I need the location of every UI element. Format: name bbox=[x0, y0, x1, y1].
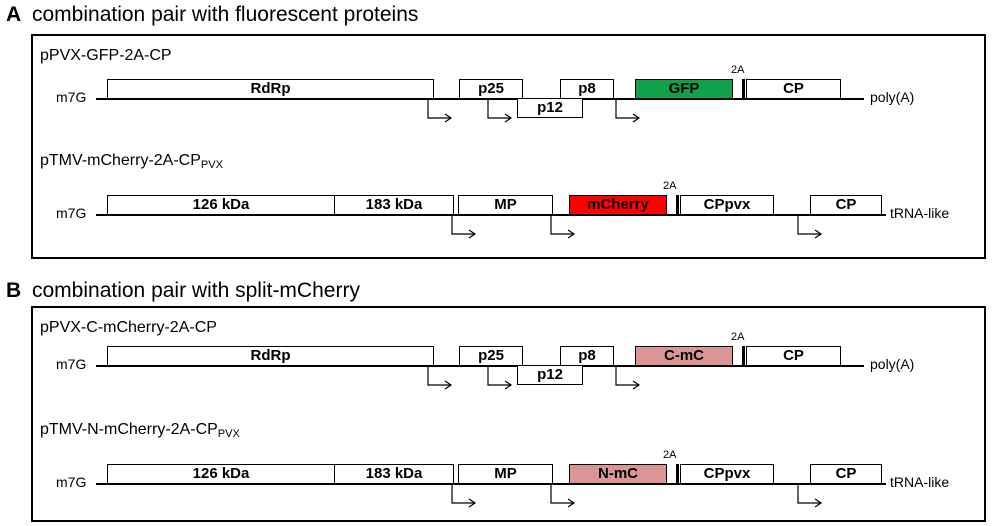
promoter-arrow-icon bbox=[451, 215, 477, 239]
gene-p25: p25 bbox=[459, 346, 523, 366]
promoter-arrow-icon bbox=[615, 99, 641, 123]
sep-2a bbox=[676, 464, 679, 484]
panel-letter-b: B bbox=[6, 279, 22, 302]
gene-p12: p12 bbox=[517, 365, 583, 385]
gene-n-mcherry: N-mC bbox=[569, 464, 667, 484]
promoter-arrow-icon bbox=[797, 484, 823, 508]
promoter-arrow-icon bbox=[550, 484, 576, 508]
gene-p25: p25 bbox=[459, 79, 523, 99]
promoter-arrow-icon bbox=[487, 366, 513, 390]
gene-cppvx: CPpvx bbox=[680, 195, 774, 215]
gene-183kda: 183 kDa bbox=[334, 464, 454, 484]
promoter-arrow-icon bbox=[615, 366, 641, 390]
construct-name-tmv-a: pTMV-mCherry-2A-CPPVX bbox=[40, 152, 223, 171]
three-prime-end-label: tRNA-like bbox=[890, 205, 950, 221]
gene-rdrp: RdRp bbox=[107, 346, 434, 366]
gene-126kda: 126 kDa bbox=[107, 195, 335, 215]
label-2a: 2A bbox=[731, 331, 745, 343]
gene-mp: MP bbox=[458, 464, 553, 484]
label-2a: 2A bbox=[663, 180, 677, 192]
five-prime-cap-label: m7G bbox=[56, 89, 87, 105]
genome-line bbox=[96, 483, 886, 485]
panel-box-a bbox=[31, 34, 986, 259]
promoter-arrow-icon bbox=[427, 366, 453, 390]
promoter-arrow-icon bbox=[427, 99, 453, 123]
promoter-arrow-icon bbox=[487, 99, 513, 123]
genome-line bbox=[96, 214, 886, 216]
gene-mp: MP bbox=[458, 195, 553, 215]
genome-line bbox=[96, 98, 864, 100]
promoter-arrow-icon bbox=[797, 215, 823, 239]
sep-2a bbox=[742, 79, 745, 99]
gene-p12: p12 bbox=[517, 98, 583, 118]
three-prime-end-label: poly(A) bbox=[870, 89, 915, 105]
gene-cppvx: CPpvx bbox=[680, 464, 774, 484]
construct-name-pvx-b: pPVX-C-mCherry-2A-CP bbox=[40, 319, 217, 336]
gene-cp: CP bbox=[810, 195, 882, 215]
panel-box-b bbox=[31, 306, 986, 522]
genome-line bbox=[96, 365, 864, 367]
construct-name-pvx-a: pPVX-GFP-2A-CP bbox=[40, 47, 172, 64]
gene-cp: CP bbox=[810, 464, 882, 484]
panel-title-a: combination pair with fluorescent protei… bbox=[32, 3, 419, 26]
gene-gfp: GFP bbox=[635, 79, 733, 99]
panel-title-b: combination pair with split-mCherry bbox=[32, 279, 360, 302]
five-prime-cap-label: m7G bbox=[56, 474, 87, 490]
sep-2a bbox=[742, 346, 745, 366]
construct-name-tmv-b: pTMV-N-mCherry-2A-CPPVX bbox=[40, 421, 240, 440]
gene-mcherry: mCherry bbox=[569, 195, 667, 215]
promoter-arrow-icon bbox=[550, 215, 576, 239]
gene-c-mcherry: C-mC bbox=[635, 346, 733, 366]
gene-rdrp: RdRp bbox=[107, 79, 434, 99]
five-prime-cap-label: m7G bbox=[56, 205, 87, 221]
three-prime-end-label: poly(A) bbox=[870, 356, 915, 372]
gene-p8: p8 bbox=[560, 346, 614, 366]
gene-cp: CP bbox=[746, 346, 841, 366]
label-2a: 2A bbox=[731, 64, 745, 76]
gene-p8: p8 bbox=[560, 79, 614, 99]
promoter-arrow-icon bbox=[451, 484, 477, 508]
three-prime-end-label: tRNA-like bbox=[890, 474, 950, 490]
gene-183kda: 183 kDa bbox=[334, 195, 454, 215]
gene-cp: CP bbox=[746, 79, 841, 99]
label-2a: 2A bbox=[663, 449, 677, 461]
panel-letter-a: A bbox=[6, 3, 22, 26]
sep-2a bbox=[676, 195, 679, 215]
five-prime-cap-label: m7G bbox=[56, 356, 87, 372]
gene-126kda: 126 kDa bbox=[107, 464, 335, 484]
